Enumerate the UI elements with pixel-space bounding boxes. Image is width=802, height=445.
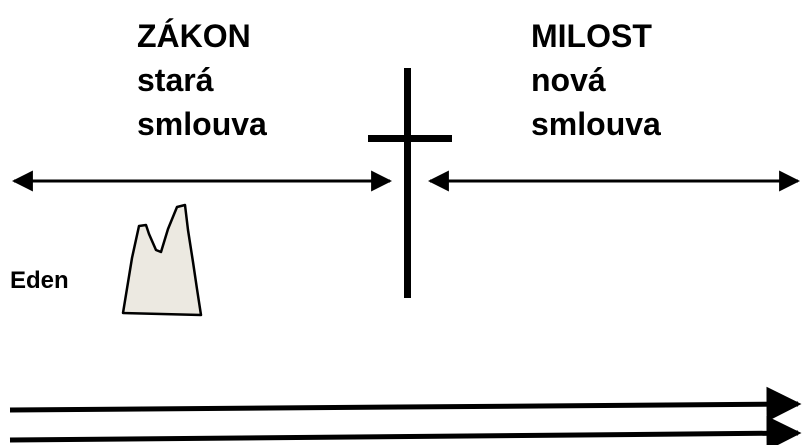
grace-subtitle-2: smlouva — [531, 106, 661, 142]
eden-label: Eden — [10, 267, 69, 294]
law-subtitle-1: stará — [137, 62, 214, 98]
cross-icon — [368, 68, 452, 298]
timeline-arrow-upper — [9, 386, 802, 422]
mountain-icon — [121, 203, 203, 317]
law-subtitle-2: smlouva — [137, 106, 267, 142]
grace-subtitle-1: nová — [531, 62, 606, 98]
timeline-arrow-lower — [9, 415, 802, 445]
grace-heading: MILOST nová smlouva — [531, 14, 661, 146]
grace-title: MILOST — [531, 18, 652, 54]
law-heading: ZÁKON stará smlouva — [137, 14, 267, 146]
law-title: ZÁKON — [137, 18, 251, 54]
